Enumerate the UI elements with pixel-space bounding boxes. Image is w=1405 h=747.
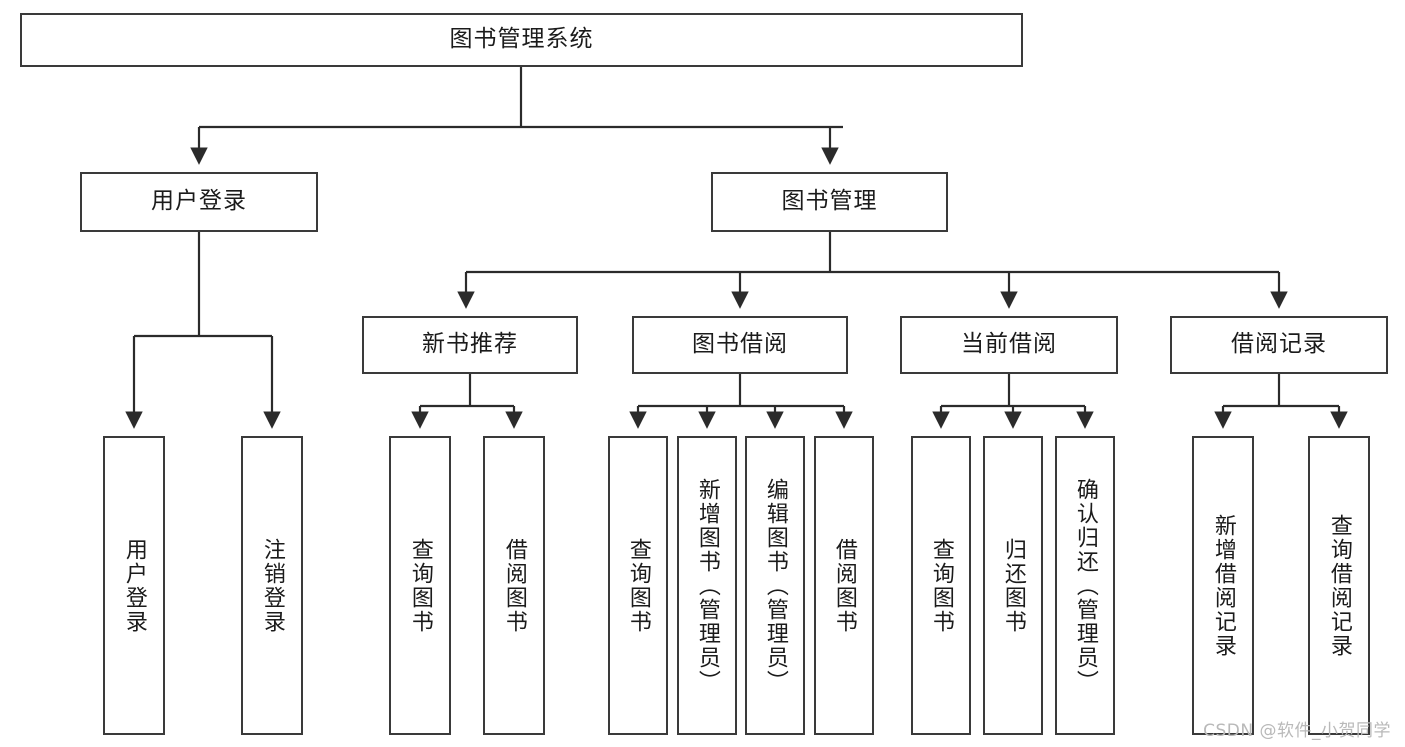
leaf-edit-book[interactable]: 编辑图书（管理员） (745, 436, 805, 735)
connector-root-to-level2 (190, 67, 843, 165)
leaf-query-book-current[interactable]: 查询图书 (911, 436, 971, 735)
leaf-query-book-current-label: 查询图书 (928, 537, 954, 634)
node-borrow-record-label: 借阅记录 (1231, 331, 1327, 358)
node-user-login-label: 用户登录 (151, 188, 247, 215)
node-book-borrow[interactable]: 图书借阅 (632, 316, 848, 374)
node-book-management[interactable]: 图书管理 (711, 172, 948, 232)
node-book-borrow-label: 图书借阅 (692, 331, 788, 358)
leaf-add-borrow-record[interactable]: 新增借阅记录 (1192, 436, 1254, 735)
leaf-query-book-new[interactable]: 查询图书 (389, 436, 451, 735)
node-book-management-label: 图书管理 (781, 188, 878, 215)
leaf-confirm-return[interactable]: 确认归还（管理员） (1055, 436, 1115, 735)
leaf-borrow-book-new-label: 借阅图书 (501, 537, 527, 634)
node-new-book-recommend-label: 新书推荐 (422, 331, 518, 358)
leaf-query-book-new-label: 查询图书 (407, 537, 433, 634)
leaf-add-borrow-record-label: 新增借阅记录 (1210, 513, 1236, 658)
leaf-borrow-book-label: 借阅图书 (831, 537, 857, 634)
watermark-text: CSDN @软件_小贺同学 (1203, 721, 1391, 741)
leaf-query-borrow-record-label: 查询借阅记录 (1326, 513, 1352, 658)
leaf-user-login-label: 用户登录 (121, 537, 147, 634)
leaf-confirm-return-label: 确认归还（管理员） (1072, 477, 1098, 694)
connector-currentborrow-to-leaves (932, 374, 1094, 429)
leaf-return-book-label: 归还图书 (1000, 537, 1026, 634)
node-root[interactable]: 图书管理系统 (20, 13, 1023, 67)
leaf-query-book-borrow[interactable]: 查询图书 (608, 436, 668, 735)
node-root-label: 图书管理系统 (449, 26, 594, 53)
leaf-query-book-borrow-label: 查询图书 (625, 537, 651, 634)
connector-newbook-to-leaves (411, 374, 523, 429)
leaf-logout[interactable]: 注销登录 (241, 436, 303, 735)
node-current-borrow[interactable]: 当前借阅 (900, 316, 1118, 374)
leaf-query-borrow-record[interactable]: 查询借阅记录 (1308, 436, 1370, 735)
node-user-login[interactable]: 用户登录 (80, 172, 318, 232)
leaf-add-book[interactable]: 新增图书（管理员） (677, 436, 737, 735)
leaf-logout-label: 注销登录 (259, 537, 285, 634)
connector-bookborrow-to-leaves (629, 374, 853, 429)
leaf-edit-book-label: 编辑图书（管理员） (762, 477, 788, 694)
connector-borrowrecord-to-leaves (1214, 374, 1348, 429)
node-borrow-record[interactable]: 借阅记录 (1170, 316, 1388, 374)
leaf-user-login[interactable]: 用户登录 (103, 436, 165, 735)
connector-userlogin-to-leaves (125, 232, 281, 429)
leaf-borrow-book[interactable]: 借阅图书 (814, 436, 874, 735)
leaf-return-book[interactable]: 归还图书 (983, 436, 1043, 735)
node-current-borrow-label: 当前借阅 (961, 331, 1057, 358)
connector-bookmgmt-to-level3 (457, 232, 1288, 309)
node-new-book-recommend[interactable]: 新书推荐 (362, 316, 578, 374)
leaf-borrow-book-new[interactable]: 借阅图书 (483, 436, 545, 735)
leaf-add-book-label: 新增图书（管理员） (694, 477, 720, 694)
